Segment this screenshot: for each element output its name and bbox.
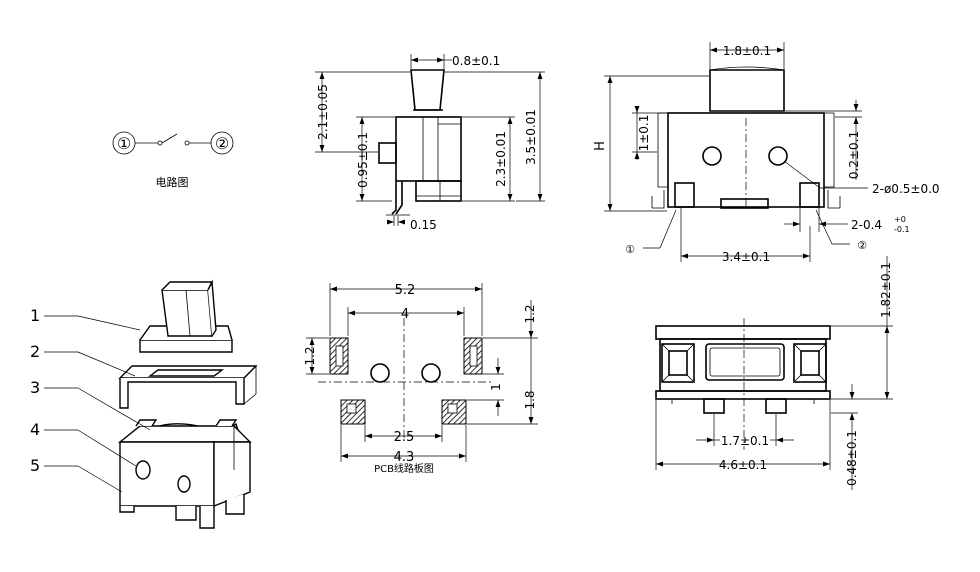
part-4-label: 4 bbox=[30, 420, 40, 439]
dim-bottom-height: 1.82±0.1 bbox=[879, 262, 893, 318]
pin-right bbox=[765, 398, 787, 414]
dim-pins-tol-lower: -0.1 bbox=[894, 225, 910, 234]
dim-cover-small: 1±0.1 bbox=[637, 115, 651, 152]
pin-2-label: ② bbox=[857, 239, 867, 252]
housing-front bbox=[667, 112, 825, 208]
switch-blade bbox=[161, 133, 178, 144]
actuator-stem bbox=[410, 69, 445, 111]
exploded-view: 1 2 3 4 5 bbox=[30, 279, 258, 529]
hole-right bbox=[768, 146, 788, 166]
pcb-layout: 5.2 4 1.2 1.2 1 1.8 2.5 4.3 PCB线路板图 bbox=[303, 283, 538, 475]
part-5-label: 5 bbox=[30, 456, 40, 475]
dim-stem-front: 1.8±0.1 bbox=[723, 44, 771, 58]
contact-window-right bbox=[793, 343, 827, 383]
dim-holes: 2-ø0.5±0.0 bbox=[872, 182, 940, 196]
switch-body bbox=[395, 116, 462, 182]
dim-stem-width: 0.8±0.1 bbox=[452, 54, 500, 68]
dim-left-height: 2.1±0.05 bbox=[316, 84, 330, 140]
side-knob bbox=[378, 142, 397, 164]
terminal-2-label: ② bbox=[215, 134, 229, 153]
side-view: 0.8±0.1 2.1±0.05 0.95±0.1 2.3±0.01 3.5±0… bbox=[315, 54, 545, 232]
dim-pcb-inner: 4 bbox=[401, 307, 409, 322]
dim-pins: 2-0.4 bbox=[851, 218, 882, 232]
circuit-diagram: ① ② 电路图 bbox=[112, 131, 234, 189]
pcb-caption: PCB线路板图 bbox=[374, 462, 434, 475]
dim-pins-tol-upper: +0 bbox=[894, 215, 906, 224]
dim-pin-pitch: 1.7±0.1 bbox=[721, 434, 769, 448]
exploded-cover bbox=[118, 365, 258, 409]
bottom-view: 1.82±0.1 1.7±0.1 4.6±0.1 0.48±0.1 bbox=[655, 256, 893, 490]
contact-window-left bbox=[661, 343, 695, 383]
dim-pcb-right-mid: 1 bbox=[489, 383, 503, 391]
dim-total-height: 3.5±0.01 bbox=[524, 109, 538, 165]
part-1-label: 1 bbox=[30, 306, 40, 325]
terminal-lead bbox=[391, 181, 403, 215]
dim-right-offset: 0.2±0.1 bbox=[847, 131, 861, 179]
dim-h: H bbox=[593, 141, 608, 151]
pin-1-label: ① bbox=[625, 243, 635, 256]
center-slot bbox=[705, 343, 785, 381]
dim-pcb-right-top: 1.2 bbox=[523, 304, 537, 323]
dim-foot: 0.15 bbox=[410, 218, 437, 232]
exploded-actuator bbox=[139, 279, 233, 353]
pin-left bbox=[703, 398, 725, 414]
dim-pcb-right-bot: 1.8 bbox=[523, 390, 537, 409]
circuit-caption: 电路图 bbox=[156, 176, 189, 189]
front-view: 1.8±0.1 H 1±0.1 0.2±0.1 2-ø0.5±0.0 2-0.4… bbox=[593, 42, 940, 264]
dim-pin-width: 3.4±0.1 bbox=[722, 250, 770, 264]
dim-pcb-outer: 5.2 bbox=[395, 283, 416, 298]
actuator-stem-front bbox=[709, 69, 785, 112]
dim-pcb-bottom-inner: 2.5 bbox=[394, 430, 415, 445]
pcb-hole-right bbox=[421, 363, 441, 383]
exploded-base bbox=[118, 419, 252, 529]
hole-left bbox=[702, 146, 722, 166]
dim-stem-offset: 0.95±0.1 bbox=[356, 132, 370, 188]
dim-pcb-left: 1.2 bbox=[303, 346, 317, 365]
part-3-label: 3 bbox=[30, 378, 40, 397]
dim-body-height: 2.3±0.01 bbox=[494, 131, 508, 187]
dim-pin-height: 0.48±0.1 bbox=[845, 430, 859, 486]
cover-top-edge bbox=[655, 325, 831, 340]
pcb-hole-left bbox=[370, 363, 390, 383]
terminal-1-label: ① bbox=[117, 134, 131, 153]
part-2-label: 2 bbox=[30, 342, 40, 361]
dim-pcb-bottom-outer: 4.3 bbox=[394, 450, 415, 465]
dim-bottom-width: 4.6±0.1 bbox=[719, 458, 767, 472]
